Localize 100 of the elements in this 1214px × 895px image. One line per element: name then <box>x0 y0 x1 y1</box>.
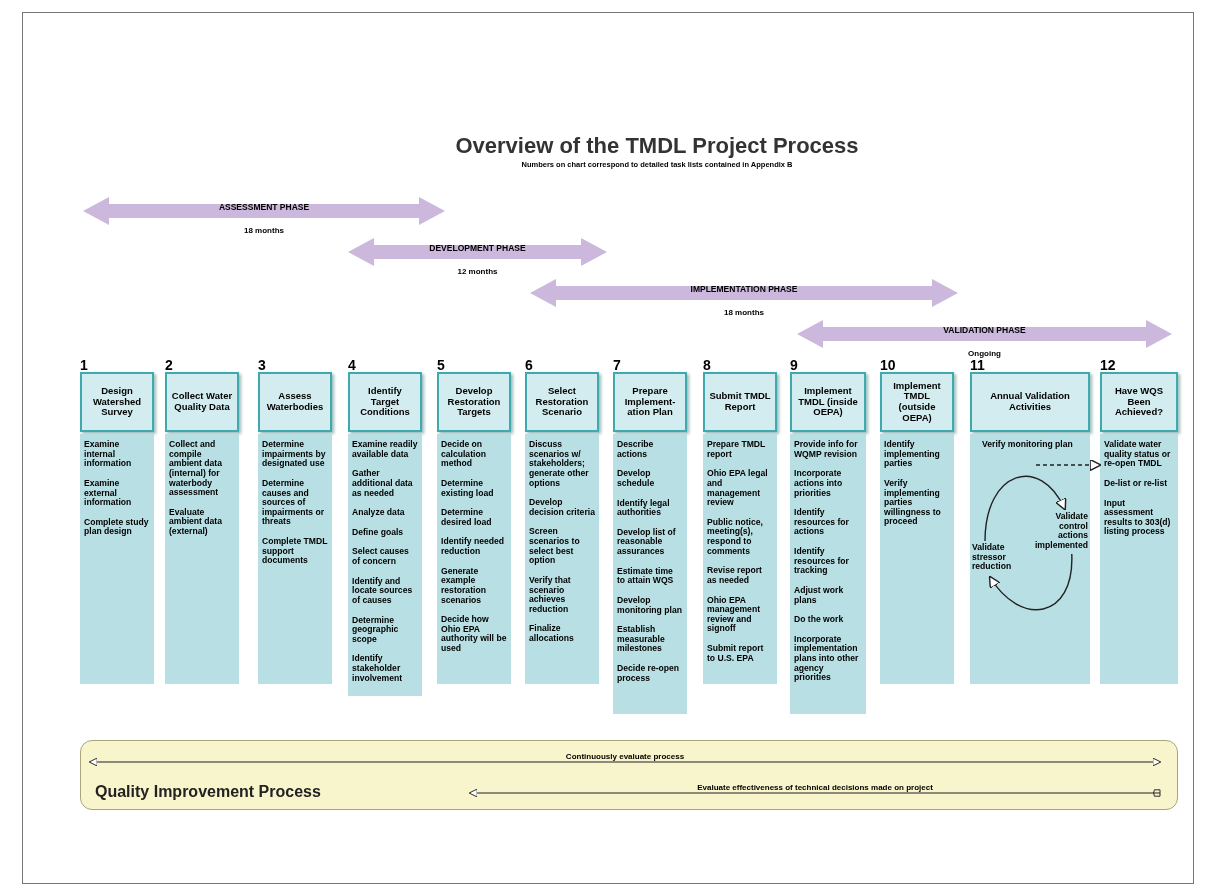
arrow <box>984 475 1067 542</box>
task-item: Determine causes and sources of impairments or threats <box>262 478 326 527</box>
task-column <box>970 434 1090 684</box>
step-title: Select Restoration Scenario <box>534 386 590 418</box>
step-title: Prepare Implement-ation Plan <box>623 386 677 418</box>
step-number: 8 <box>703 357 711 373</box>
task-item: Decide how Ohio EPA authority will be used <box>441 615 507 654</box>
quality-band <box>80 740 1178 810</box>
task-item: Identify and locate sources of causes <box>352 576 414 606</box>
task-item: Validate water quality status or re-open TMDL <box>1104 440 1172 469</box>
task-item: Verify implementing parties willingness to proceed <box>884 478 942 527</box>
task-item: Screen scenarios to select best option <box>529 527 581 566</box>
task-item: Incorporate actions into priorities <box>794 469 844 499</box>
task-column <box>437 434 511 684</box>
task-item: Collect and compile ambient data (internal) for waterbody assessment <box>169 440 223 498</box>
task-item: Identify legal authorities <box>617 498 671 518</box>
task-item: Ohio EPA management review and signoff <box>707 595 761 634</box>
loop-step-text: Validate control actions implemented <box>1034 512 1088 551</box>
task-item: Determine impairments by designated use <box>262 440 327 469</box>
step-title: Implement TMDL (outside OEPA) <box>892 380 942 424</box>
task-item: Verify monitoring plan <box>982 440 1074 450</box>
step-number: 3 <box>258 357 266 373</box>
step-number: 4 <box>348 357 356 373</box>
task-column <box>790 434 866 714</box>
step-title: Submit TMDL Report <box>708 391 772 413</box>
task-item: Develop schedule <box>617 469 656 489</box>
arrow <box>1035 458 1102 472</box>
task-item: Describe actions <box>617 440 655 460</box>
task-item: Public notice, meeting(s), respond to comments <box>707 517 764 557</box>
task-item: Evaluate ambient data (external) <box>169 507 223 537</box>
task-item: Provide info for WQMP revision <box>794 440 859 460</box>
step-number: 7 <box>613 357 621 373</box>
task-item: Decide on calculation method <box>441 440 487 469</box>
task-item: Prepare TMDL report <box>707 440 767 460</box>
phase-duration: 18 months <box>243 226 285 235</box>
phase-duration: Ongoing <box>967 349 1002 358</box>
task-item: Submit report to U.S. EPA <box>707 644 765 664</box>
step-title: Design Watershed Survey <box>91 386 143 418</box>
step-title: Collect Water Quality Data <box>170 391 234 413</box>
task-item: Develop list of reasonable assurances <box>617 527 677 557</box>
task-item: Ohio EPA legal and management review <box>707 469 769 508</box>
phase-name: DEVELOPMENT PHASE <box>428 243 527 253</box>
task-item: Identify resources for tracking <box>794 547 850 576</box>
task-item: Determine existing load <box>441 478 495 499</box>
step-number: 12 <box>1100 357 1116 373</box>
task-item: Determine desired load <box>441 508 493 528</box>
task-item: Discuss scenarios w/ stakeholders; generate other options <box>529 440 590 489</box>
task-item: Examine internal information <box>84 440 133 469</box>
step-title: Have WQS Been Achieved? <box>1113 386 1164 418</box>
task-item: Identify stakeholder involvement <box>352 654 404 684</box>
task-item: Develop decision criteria <box>529 498 595 518</box>
task-column <box>165 434 239 684</box>
task-column <box>258 434 332 684</box>
task-item: Gather additional data as needed <box>352 469 414 499</box>
step-title: Develop Restoration Targets <box>446 386 502 418</box>
title: Overview of the TMDL Project Process <box>454 133 860 159</box>
task-item: Define goals <box>352 527 405 538</box>
step-number: 10 <box>880 357 896 373</box>
task-item: Input assessment results to 303(d) listing process <box>1104 498 1172 537</box>
task-item: Select causes of concern <box>352 547 410 567</box>
task-item: Adjust work plans <box>794 585 845 606</box>
task-item: Identify resources for actions <box>794 508 850 537</box>
phase-name: VALIDATION PHASE <box>942 325 1027 335</box>
task-item: Identify implementing parties <box>884 440 941 469</box>
arrow-label: Evaluate effectiveness of technical decisions made on project <box>696 783 934 792</box>
step-title: Assess Waterbodies <box>265 391 325 413</box>
phase-name: IMPLEMENTATION PHASE <box>689 284 799 294</box>
step-title: Identify Target Conditions <box>359 386 411 418</box>
phase-duration: 12 months <box>456 267 499 276</box>
step-title: Implement TMDL (inside OEPA) <box>797 386 859 418</box>
task-item: Decide re-open process <box>617 664 681 684</box>
step-number: 11 <box>970 357 985 373</box>
phase-name: ASSESSMENT PHASE <box>217 202 311 212</box>
step-number: 1 <box>80 357 88 373</box>
task-column <box>525 434 599 684</box>
band-title: Quality Improvement Process <box>95 783 321 801</box>
task-column <box>80 434 154 684</box>
task-item: Revise report as needed <box>707 566 763 586</box>
task-column <box>348 434 422 696</box>
step-title: Annual Validation Activities <box>989 391 1071 413</box>
task-item: De-list or re-list <box>1104 478 1169 489</box>
step-number: 2 <box>165 357 173 373</box>
task-item: Determine geographic scope <box>352 615 400 645</box>
task-item: Complete TMDL support documents <box>262 537 328 566</box>
step-number: 6 <box>525 357 533 373</box>
loop-step-text: Validate stressor reduction <box>972 543 1013 572</box>
task-item: Verify that scenario achieves reduction <box>529 575 572 615</box>
task-item: Estimate time to attain WQS <box>617 566 675 586</box>
task-item: Examine external information <box>84 478 133 508</box>
task-item: Do the work <box>794 615 845 625</box>
task-item: Finalize allocations <box>529 624 575 644</box>
step-number: 9 <box>790 357 798 373</box>
task-column <box>703 434 777 684</box>
task-column <box>613 434 687 714</box>
task-column <box>880 434 954 684</box>
task-item: Examine readily available data <box>352 440 418 460</box>
phase-duration: 18 months <box>723 308 765 317</box>
arrow <box>988 553 1073 611</box>
task-column <box>1100 434 1178 684</box>
task-item: Develop monitoring plan <box>617 595 683 616</box>
